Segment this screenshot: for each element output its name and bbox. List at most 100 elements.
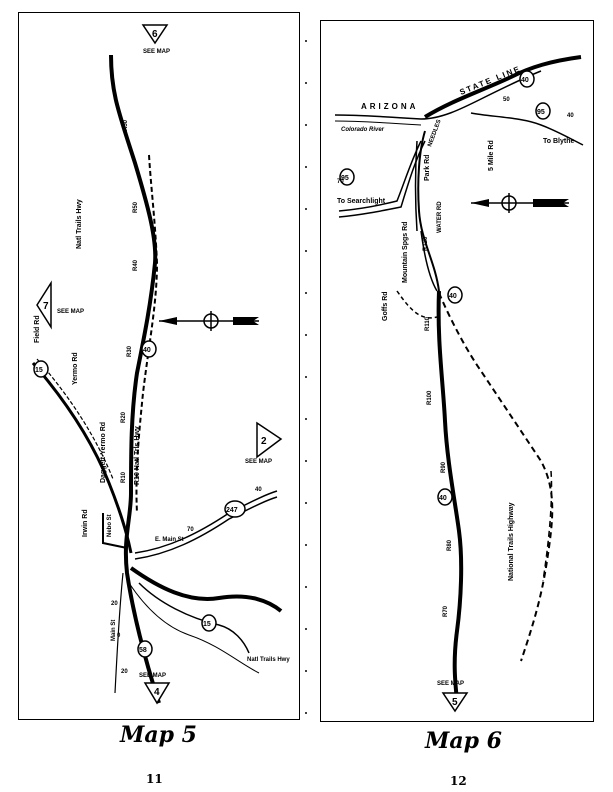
colorado-river-label: Colorado River (341, 127, 385, 133)
to-searchlight-label: To Searchlight (337, 198, 386, 205)
see-map-5-marker: 5 SEE MAP (437, 681, 469, 713)
map5-hwy-247 (134, 490, 278, 554)
see-map-6-label: SEE MAP (143, 49, 170, 55)
mountain-spgs-rd-label: Mountain Spgs Rd (402, 222, 409, 283)
i40-shield: 40 (141, 340, 157, 358)
map5-north-arrow (159, 311, 259, 331)
svg-text:R50: R50 (123, 119, 129, 131)
svg-text:40: 40 (521, 77, 529, 84)
svg-text:40: 40 (567, 113, 574, 119)
field-rd-label: Field Rd (34, 315, 41, 343)
map6-i40-lower-shield: 40 (437, 488, 453, 506)
svg-text:R80: R80 (447, 539, 453, 551)
map6-us95-left-shield: 95 (339, 168, 355, 186)
svg-text:20: 20 (121, 669, 128, 675)
svg-text:50: 50 (503, 97, 510, 103)
svg-text:R110: R110 (425, 316, 431, 331)
map5-road-south (114, 572, 124, 694)
svg-text:SEE MAP: SEE MAP (57, 309, 84, 315)
svg-text:20: 20 (111, 601, 118, 607)
map5-trails-dashed (135, 154, 159, 514)
svg-text:15: 15 (35, 367, 43, 374)
map5-drawing: 6 SEE MAP 7 SEE MAP 2 SEE MAP 4 SEE MAP … (31, 24, 290, 705)
map5-i15 (31, 362, 133, 554)
goffs-rd-label: Goffs Rd (382, 291, 389, 321)
map6-park-rd (414, 140, 418, 232)
map6-river-east (423, 55, 582, 119)
map6-i40-ne-shield: 40 (519, 70, 535, 88)
map6-water-rd (420, 230, 438, 292)
svg-text:40: 40 (143, 347, 151, 354)
see-map-4-marker: 4 SEE MAP (139, 673, 171, 705)
svg-text:4: 4 (154, 687, 160, 698)
needles-label: NEEDLES (427, 119, 442, 148)
svg-text:70: 70 (337, 179, 344, 185)
us58-shield: 58 (137, 640, 153, 658)
map5-hwy-247-b (134, 496, 278, 560)
map6-i40-main-shield: 40 (447, 286, 463, 304)
map5-caption: Map 5 (120, 722, 197, 748)
to-blythe-label: To Blythe (543, 138, 574, 145)
svg-text:6: 6 (152, 29, 158, 40)
water-rd-label: WATER RD (437, 201, 443, 233)
svg-text:70: 70 (187, 527, 194, 533)
svg-text:R90: R90 (441, 461, 447, 473)
svg-text:R50: R50 (133, 201, 139, 213)
see-map-7-marker: 7 SEE MAP (36, 280, 84, 330)
svg-text:R30: R30 (127, 345, 133, 357)
svg-text:95: 95 (537, 109, 545, 116)
svg-text:R10: R10 (121, 471, 127, 483)
national-trails-highway-label: National Trails Highway (508, 502, 515, 581)
map6-us95-north-b (338, 140, 426, 218)
map6-north-arrow (471, 193, 569, 213)
svg-text:58: 58 (139, 647, 147, 654)
map6-us95-north (338, 140, 422, 212)
svg-text:95: 95 (341, 175, 349, 182)
page-number-left: 11 (146, 772, 163, 786)
map6-caption: Map 6 (425, 728, 502, 754)
see-map-6-marker: 6 SEE MAP (141, 24, 170, 55)
natl-trails-hwy-bottom-label: Natl Trails Hwy (247, 657, 290, 663)
svg-text:5: 5 (452, 697, 458, 708)
svg-text:R40: R40 (133, 259, 139, 271)
main-st-label: Main St (111, 620, 117, 641)
sr247-shield: 247 (224, 500, 246, 518)
five-mile-rd-label: 5 Mile Rd (488, 140, 495, 171)
map5-i40-east (129, 566, 283, 613)
e-main-st-label: E. Main St (155, 537, 184, 543)
svg-text:R20: R20 (121, 411, 127, 423)
svg-text:SEE MAP: SEE MAP (437, 681, 464, 687)
map5-panel: 6 SEE MAP 7 SEE MAP 2 SEE MAP 4 SEE MAP … (18, 12, 300, 720)
map6-national-trails-dashed (438, 292, 554, 662)
svg-text:SEE MAP: SEE MAP (139, 673, 166, 679)
map5-natl-trails-lower (138, 582, 250, 654)
svg-text:2: 2 (261, 436, 267, 447)
nebo-st-label: Nebo St (107, 514, 113, 537)
svg-text:40: 40 (439, 495, 447, 502)
map6-us95-south (470, 112, 584, 146)
svg-text:7: 7 (43, 301, 49, 312)
map6-colorado-river (334, 70, 542, 120)
state-line-label: STATE LINE (458, 64, 522, 97)
i15-north-shield: 15 (33, 360, 49, 378)
see-map-2-marker: 2 SEE MAP (245, 421, 283, 465)
svg-text:0: 0 (117, 633, 121, 639)
svg-text:R120: R120 (423, 236, 429, 251)
i15-south-shield: 15 (201, 614, 217, 632)
svg-text:40: 40 (449, 293, 457, 300)
map6-trails-branch (542, 470, 553, 582)
svg-text:40: 40 (255, 487, 262, 493)
map6-colorado-river-b (334, 120, 422, 126)
map5-irwin-rd (102, 513, 128, 549)
park-rd-label: Park Rd (424, 155, 431, 181)
svg-text:247: 247 (226, 507, 238, 514)
map6-drawing: 5 SEE MAP 40 40 40 95 95 ARIZONA STATE L… (334, 55, 584, 713)
irwin-rd-label: Irwin Rd (82, 509, 89, 537)
svg-text:15: 15 (203, 621, 211, 628)
arizona-label: ARIZONA (361, 102, 418, 111)
svg-text:R70: R70 (443, 605, 449, 617)
map5-mojave-river (128, 582, 260, 674)
map6-us95-right-shield: 95 (535, 102, 551, 120)
page-divider (305, 40, 307, 730)
natl-trls-hwy-label: R10 Natl Trls Hwy (134, 426, 141, 485)
